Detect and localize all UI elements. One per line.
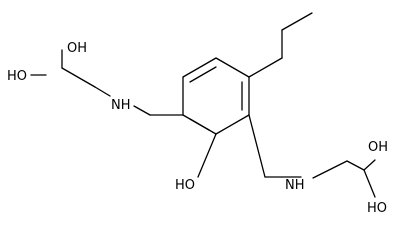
ring-inner-bond-3 xyxy=(189,118,210,131)
bond-ch2-ch-right xyxy=(346,160,365,171)
atom-label-nh-right: NH xyxy=(285,178,305,193)
atom-label-oh-right-1: OH xyxy=(368,140,388,155)
bond-ch-oh-right xyxy=(363,159,376,171)
bond-ch-ho-right xyxy=(363,169,376,198)
atom-label-oh-top-1: OH xyxy=(67,41,87,56)
bond-nh-ch2-right xyxy=(312,160,348,179)
bond-ring-propyl xyxy=(248,57,283,78)
bond-nh-ch2-left xyxy=(133,105,151,116)
propyl-chain xyxy=(248,12,313,78)
atom-label-nh-left: NH xyxy=(111,98,131,113)
bond-ring-ch2-right xyxy=(248,114,266,178)
bond-propyl-3 xyxy=(281,12,313,31)
right-side-chain-bonds xyxy=(248,114,376,198)
bond-ch-ch2-left xyxy=(61,67,96,88)
bond-ch2-nh-left xyxy=(94,86,111,97)
atom-label-ho-top-2: HO xyxy=(7,69,27,84)
atom-label-ho-right-2: HO xyxy=(367,201,387,216)
ring-bond-5 xyxy=(215,114,250,135)
atom-label-ho-phenol: HO xyxy=(175,178,195,193)
ring-bond-2 xyxy=(182,57,217,78)
ring-bond-3 xyxy=(215,57,250,78)
ring-inner-bond-1 xyxy=(189,66,217,83)
bond-ring-phenol xyxy=(197,133,217,178)
benzene-ring xyxy=(182,57,250,135)
chemical-structure: OH HO NH HO NH OH HO xyxy=(7,12,388,216)
left-side-chain-bonds xyxy=(30,49,184,116)
